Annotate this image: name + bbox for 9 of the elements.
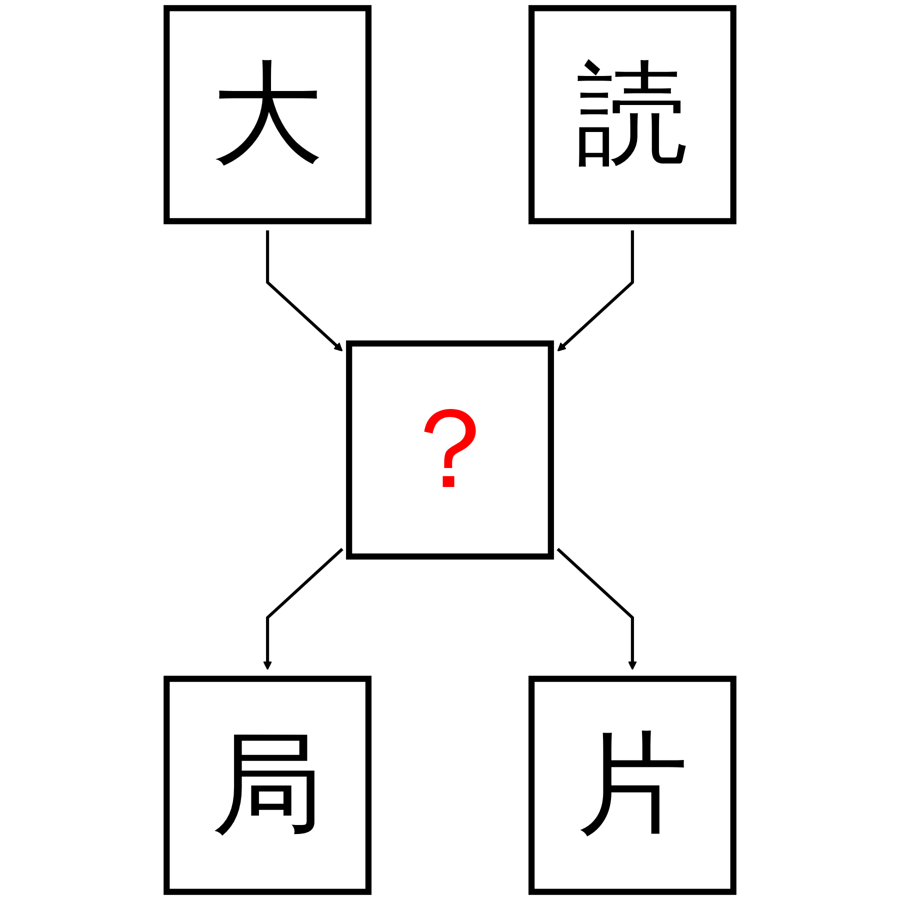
character-box: ？ xyxy=(346,340,554,560)
character-box: 片 xyxy=(528,676,736,895)
arrow xyxy=(556,548,637,670)
arrow xyxy=(557,230,634,352)
character-box: 大 xyxy=(164,5,372,224)
arrow xyxy=(266,230,343,352)
character-box: 局 xyxy=(164,676,372,895)
arrow xyxy=(263,548,344,670)
character-box: 読 xyxy=(528,5,736,224)
